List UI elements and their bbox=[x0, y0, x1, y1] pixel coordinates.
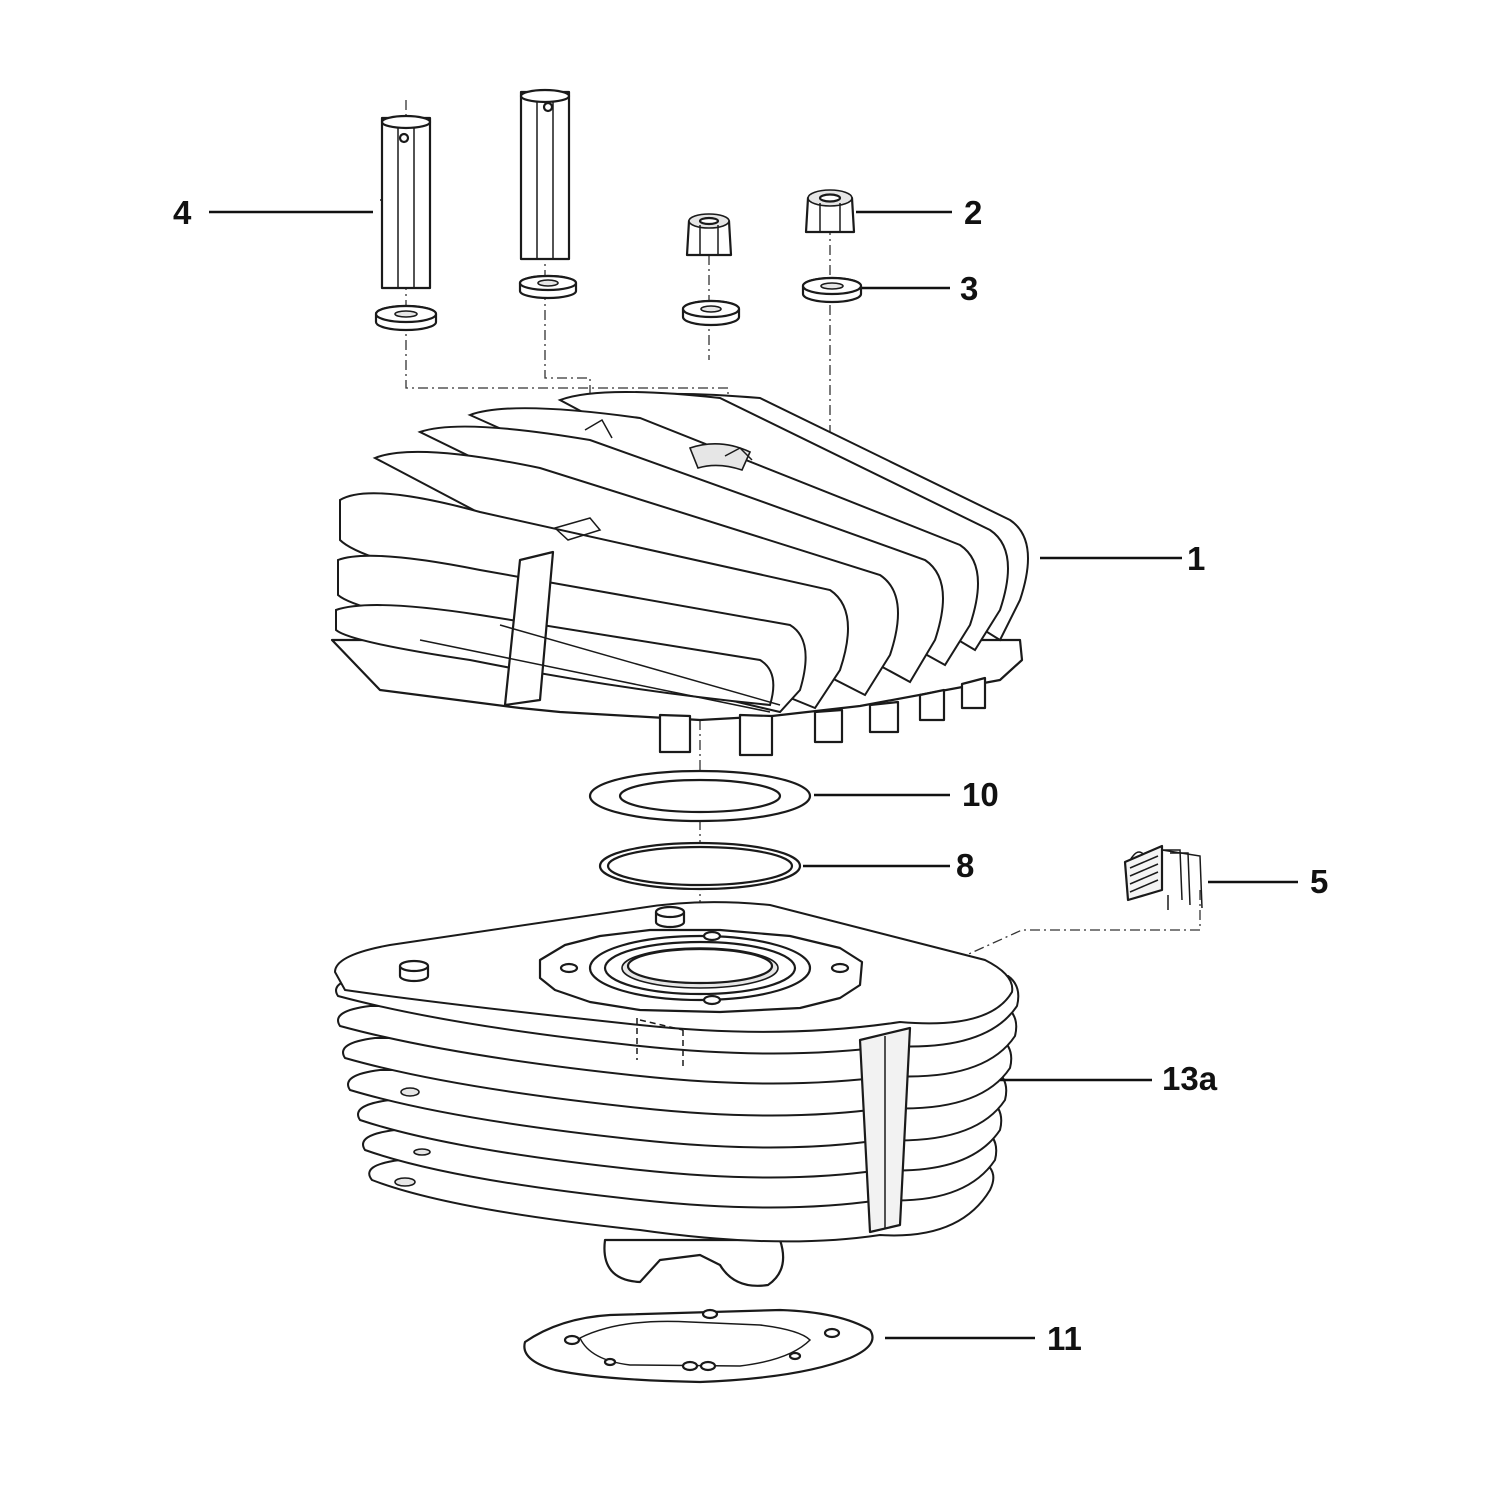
base-gasket bbox=[523, 1308, 874, 1384]
callout-4: 4 bbox=[173, 194, 192, 231]
cylinder-head bbox=[330, 390, 1029, 757]
stud-long-right bbox=[519, 88, 571, 261]
washer-1 bbox=[374, 304, 438, 332]
callout-13a: 13a bbox=[1162, 1060, 1218, 1097]
cylinder bbox=[333, 901, 1020, 1287]
callout-8: 8 bbox=[956, 847, 974, 884]
callout-11: 11 bbox=[1047, 1320, 1082, 1357]
stud-long-left bbox=[380, 114, 432, 290]
callout-leaders bbox=[209, 210, 1298, 1340]
head-gasket bbox=[588, 769, 812, 823]
callout-3: 3 bbox=[960, 270, 978, 307]
callout-labels: 4 2 3 1 10 8 5 13a 11 bbox=[173, 194, 1328, 1357]
callout-2: 2 bbox=[964, 194, 982, 231]
spring-clip bbox=[1123, 844, 1203, 910]
nut-right bbox=[804, 189, 856, 234]
washer-3 bbox=[681, 299, 741, 327]
washer-4 bbox=[801, 276, 863, 304]
nut-left bbox=[685, 213, 733, 257]
o-ring bbox=[598, 841, 802, 891]
washer-2 bbox=[518, 274, 578, 300]
callout-1: 1 bbox=[1187, 540, 1205, 577]
callout-10: 10 bbox=[962, 776, 999, 813]
callout-5: 5 bbox=[1310, 863, 1328, 900]
